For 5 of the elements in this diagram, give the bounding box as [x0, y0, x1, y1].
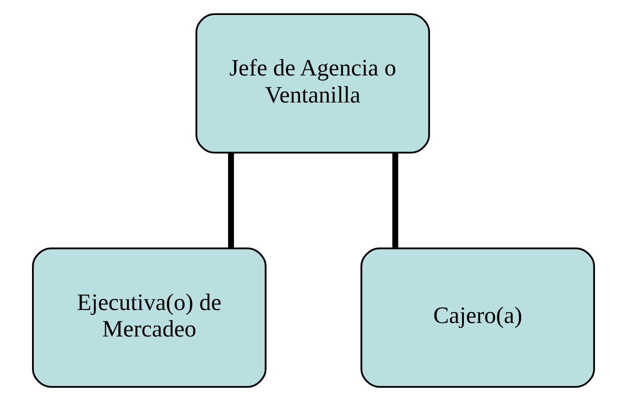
node-box: Jefe de Agencia o Ventanilla — [195, 13, 430, 154]
connector — [228, 153, 234, 248]
node-box: Cajero(a) — [360, 248, 594, 388]
node-box: Ejecutiva(o) de Mercadeo — [32, 248, 266, 388]
connector — [392, 153, 398, 248]
